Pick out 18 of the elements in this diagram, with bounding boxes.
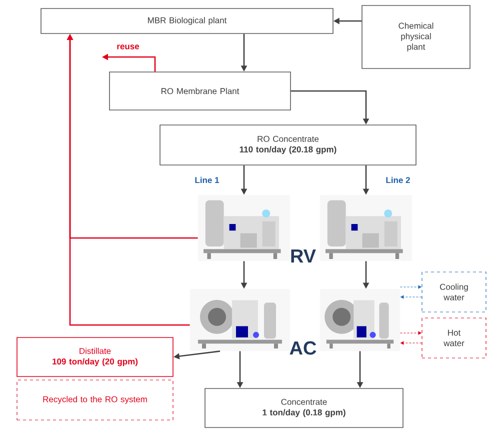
picture xyxy=(320,289,400,351)
line-label: Line 2 xyxy=(386,176,410,184)
process-box: Hot water xyxy=(422,318,486,358)
process-box: MBR Biological plant xyxy=(40,8,334,34)
unit-label: AC xyxy=(290,341,316,355)
picture xyxy=(198,195,290,261)
process-box: Chemical physical plant xyxy=(362,5,470,69)
process-box: RO Concentrate 110 ton/day (20.18 gpm) xyxy=(160,124,416,166)
unit-label: RV xyxy=(291,249,316,263)
process-box: Cooling water xyxy=(422,272,486,312)
process-box: RO Membrane Plant xyxy=(109,72,291,110)
picture xyxy=(320,195,412,261)
picture xyxy=(190,289,290,351)
process-box: Recycled to the RO system xyxy=(16,380,174,420)
process-box: Concentrate 1 ton/day (0.18 gpm) xyxy=(204,388,404,428)
line-label: Line 1 xyxy=(195,176,220,184)
process-box: Distillate 109 ton/day (20 gpm) xyxy=(16,337,174,377)
edge-label: reuse xyxy=(116,44,140,50)
